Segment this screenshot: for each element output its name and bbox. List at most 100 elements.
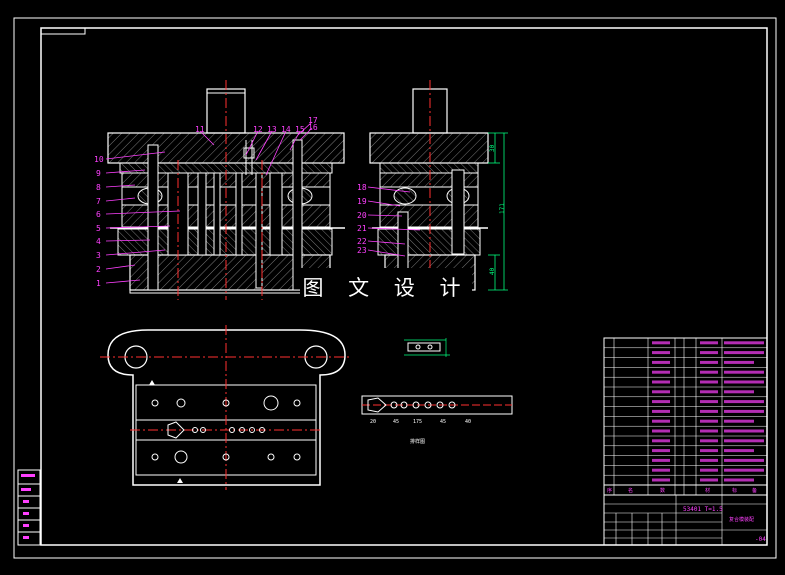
bom-cell-mark: [724, 390, 754, 394]
part-label-top: 17: [308, 116, 318, 125]
bom-cell-mark: [724, 478, 754, 482]
part-label-left: 2: [96, 265, 101, 274]
part-label-right: 22: [357, 237, 367, 246]
bom-cell-mark: [652, 390, 670, 394]
inner-drawing-border: [40, 27, 768, 546]
title-block: 53401 T=1.5 复合模装配 -04: [603, 494, 768, 546]
bom-cell-mark: [652, 400, 670, 404]
bom-cell-mark: [724, 429, 764, 433]
binding-strip: [17, 469, 41, 546]
bom-cell-mark: [652, 409, 670, 413]
bom-cell-mark: [724, 409, 764, 413]
bom-cell-mark: [700, 341, 718, 345]
bom-cell-mark: [700, 439, 718, 443]
bom-cell-mark: [724, 341, 764, 345]
bom-cell-mark: [700, 409, 718, 413]
lower-base-outline: [107, 329, 346, 486]
part-label-left: 10: [94, 155, 104, 164]
part-label-left: 8: [96, 183, 101, 192]
bill-of-materials: 序 名 数 材 标 备: [603, 337, 768, 496]
part-label-top: 11: [195, 125, 205, 134]
bom-cell-mark: [724, 370, 764, 374]
strip-dim: 45: [440, 419, 446, 425]
punch-5: [255, 172, 263, 289]
bom-cell-mark: [700, 370, 718, 374]
part-label-top: 14: [281, 125, 291, 134]
bom-cell-mark: [652, 341, 670, 345]
bom-footer-cell: 备: [752, 487, 757, 494]
top-left-tag-box: [40, 27, 86, 35]
side-upper-base: [369, 132, 489, 164]
bom-cell-mark: [700, 478, 718, 482]
bom-footer-cell: 名: [628, 487, 633, 494]
part-label-left: 5: [96, 224, 101, 233]
bom-cell-mark: [652, 458, 670, 462]
punch-4: [235, 172, 243, 256]
bom-cell-mark: [652, 468, 670, 472]
bom-cell-mark: [652, 439, 670, 443]
dim-upper: 30: [489, 144, 496, 152]
part-label-left: 6: [96, 210, 101, 219]
bom-cell-mark: [700, 360, 718, 364]
outer-sheet-border: [13, 17, 777, 559]
bom-cell-mark: [724, 439, 764, 443]
strip-dim: 40: [465, 419, 471, 425]
part-label-right: 18: [357, 183, 367, 192]
bom-cell-mark: [652, 419, 670, 423]
bom-cell-mark: [724, 419, 754, 423]
bom-cell-mark: [724, 449, 754, 453]
bom-cell-mark: [700, 429, 718, 433]
bom-cell-mark: [652, 449, 670, 453]
bom-cell-mark: [700, 458, 718, 462]
bom-cell-mark: [652, 429, 670, 433]
bom-cell-mark: [652, 360, 670, 364]
plan-view: [100, 325, 350, 490]
bom-cell-mark: [724, 400, 764, 404]
bom-cell-mark: [724, 380, 764, 384]
bom-footer-cell: 标: [732, 487, 737, 494]
part-label-right: 19: [357, 197, 367, 206]
dim-total: 171: [499, 203, 506, 214]
part-label-top: 12: [253, 125, 263, 134]
bom-cell-mark: [652, 478, 670, 482]
bom-cell-mark: [700, 468, 718, 472]
bom-cell-mark: [700, 449, 718, 453]
strip-layout: 20 45 175 45 40 排样图: [361, 395, 513, 445]
strip-dim: 45: [393, 419, 399, 425]
bom-cell-mark: [700, 400, 718, 404]
bom-cell-mark: [724, 458, 764, 462]
bom-cell-mark: [652, 380, 670, 384]
punch-6: [269, 172, 283, 256]
strip-dim: 20: [370, 419, 376, 425]
title-drawing-name: 复合模装配: [729, 516, 754, 523]
part-detail: [404, 338, 450, 357]
title-project: 53401 T=1.5: [683, 506, 723, 513]
bom-footer-cell: 数: [660, 487, 665, 494]
part-label-top: 15: [295, 125, 305, 134]
punch-3: [213, 172, 221, 256]
part-label-right: 23: [357, 246, 367, 255]
bom-cell-mark: [700, 390, 718, 394]
part-label-left: 7: [96, 197, 101, 206]
part-label-right: 20: [357, 211, 367, 220]
part-label-left: 3: [96, 251, 101, 260]
strip-caption: 排样图: [410, 438, 425, 445]
part-label-left: 9: [96, 169, 101, 178]
guide-pillar-right: [292, 139, 303, 291]
main-assembly-view: 10 9 8 7 6 5 4 3 2 1 11 12 13 14 15 16 1…: [94, 80, 345, 300]
guide-pillar-left: [147, 144, 159, 291]
part-label-top: 13: [267, 125, 277, 134]
bom-cell-mark: [652, 351, 670, 355]
part-label-left: 4: [96, 237, 101, 246]
bom-cell-mark: [700, 380, 718, 384]
title-drawing-number: -04: [755, 536, 766, 543]
part-label-left: 1: [96, 279, 101, 288]
punch-2: [197, 172, 207, 256]
part-label-top: 16: [308, 123, 318, 132]
bom-cell-mark: [724, 468, 764, 472]
bom-cell-mark: [700, 419, 718, 423]
bom-footer-cell: 序: [607, 487, 612, 494]
watermark-banner: 图 文 设 计: [300, 268, 472, 308]
bom-footer-cell: 材: [705, 487, 710, 494]
